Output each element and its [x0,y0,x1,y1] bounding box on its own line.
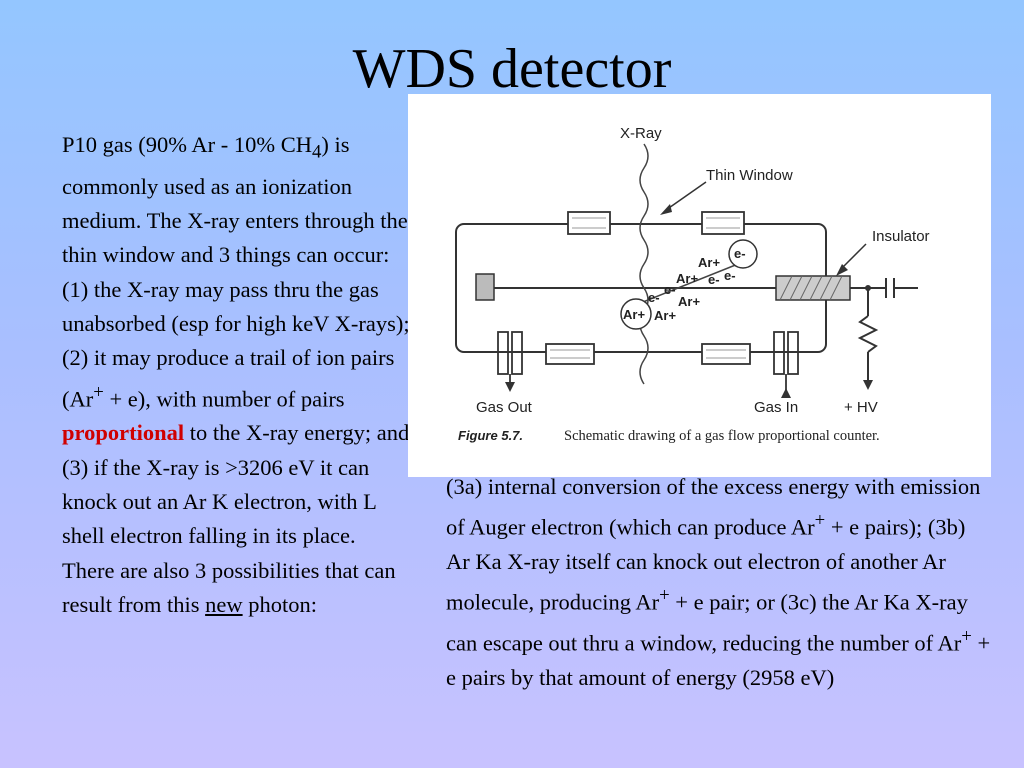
superscript-plus: + [961,626,972,648]
xray-label: X-Ray [620,125,662,142]
thin-window-label: Thin Window [706,167,793,184]
insulator-block [775,275,851,301]
insulator-label: Insulator [872,228,930,245]
left-text-part-3: + e), with number of pairs [103,386,345,412]
superscript-plus: + [814,510,826,532]
electron-label-3: e- [708,272,720,287]
ion-label-4: Ar+ [676,271,698,286]
left-paragraph: P10 gas (90% Ar - 10% CH4) is commonly u… [62,128,410,622]
electron-label-4: e- [724,268,736,283]
ar-ion-circle [620,298,652,330]
left-text-part-1: P10 gas (90% Ar - 10% CH [62,132,312,157]
counter-schematic: Ar+ Ar+ e- e- Ar+ Ar+ Ar+ e- e- e- X-Ray… [455,125,930,444]
electron-label-2: e- [664,282,676,297]
ion-label-5: Ar+ [698,255,720,270]
left-text-part-4: to the X-ray energy; and (3) if the X-ra… [62,420,410,617]
new-underlined: new [205,591,243,617]
right-text-part-1: (3a) internal conversion of the excess e… [446,474,981,540]
left-insulator-block [475,273,495,301]
proportional-highlight: proportional [62,420,185,446]
superscript-plus: + [93,381,104,403]
right-paragraph: (3a) internal conversion of the excess e… [446,470,991,695]
right-text-part-3: + e pair; or (3c) the Ar Ka X-ray can es… [446,589,968,656]
superscript-plus: + [659,585,670,607]
ion-label-1: Ar+ [623,307,645,322]
figure-caption-label: Figure 5.7. [458,428,523,443]
left-text-part-5: photon: [242,591,317,617]
gas-in-label: Gas In [754,399,798,416]
left-text-part-2: ) is commonly used as an ionization medi… [62,132,410,412]
electron-label-1: e- [648,290,660,305]
proportional-counter-figure: Ar+ Ar+ e- e- Ar+ Ar+ Ar+ e- e- e- X-Ray… [408,94,991,477]
figure-caption-text: Schematic drawing of a gas flow proporti… [564,428,880,444]
window-bottom-right [701,343,751,365]
right-text-part-2: + e pairs); (3b) Ar Ka X-ray itself can … [446,514,966,615]
window-bottom-left [545,343,595,365]
ion-label-3: Ar+ [678,294,700,309]
slide-title: WDS detector [352,38,672,100]
xray-path [639,143,649,385]
gas-out-label: Gas Out [476,399,533,416]
ion-label-2: Ar+ [654,308,676,323]
subscript-4: 4 [311,141,322,163]
resistor [857,315,879,353]
electron-circle [728,239,758,269]
window-top-left [567,211,611,235]
electron-label-5: e- [734,246,746,261]
right-text-part-4: + e pairs by that amount of energy (2958… [446,630,991,690]
hv-label: + HV [844,399,878,416]
window-top-right [701,211,745,235]
